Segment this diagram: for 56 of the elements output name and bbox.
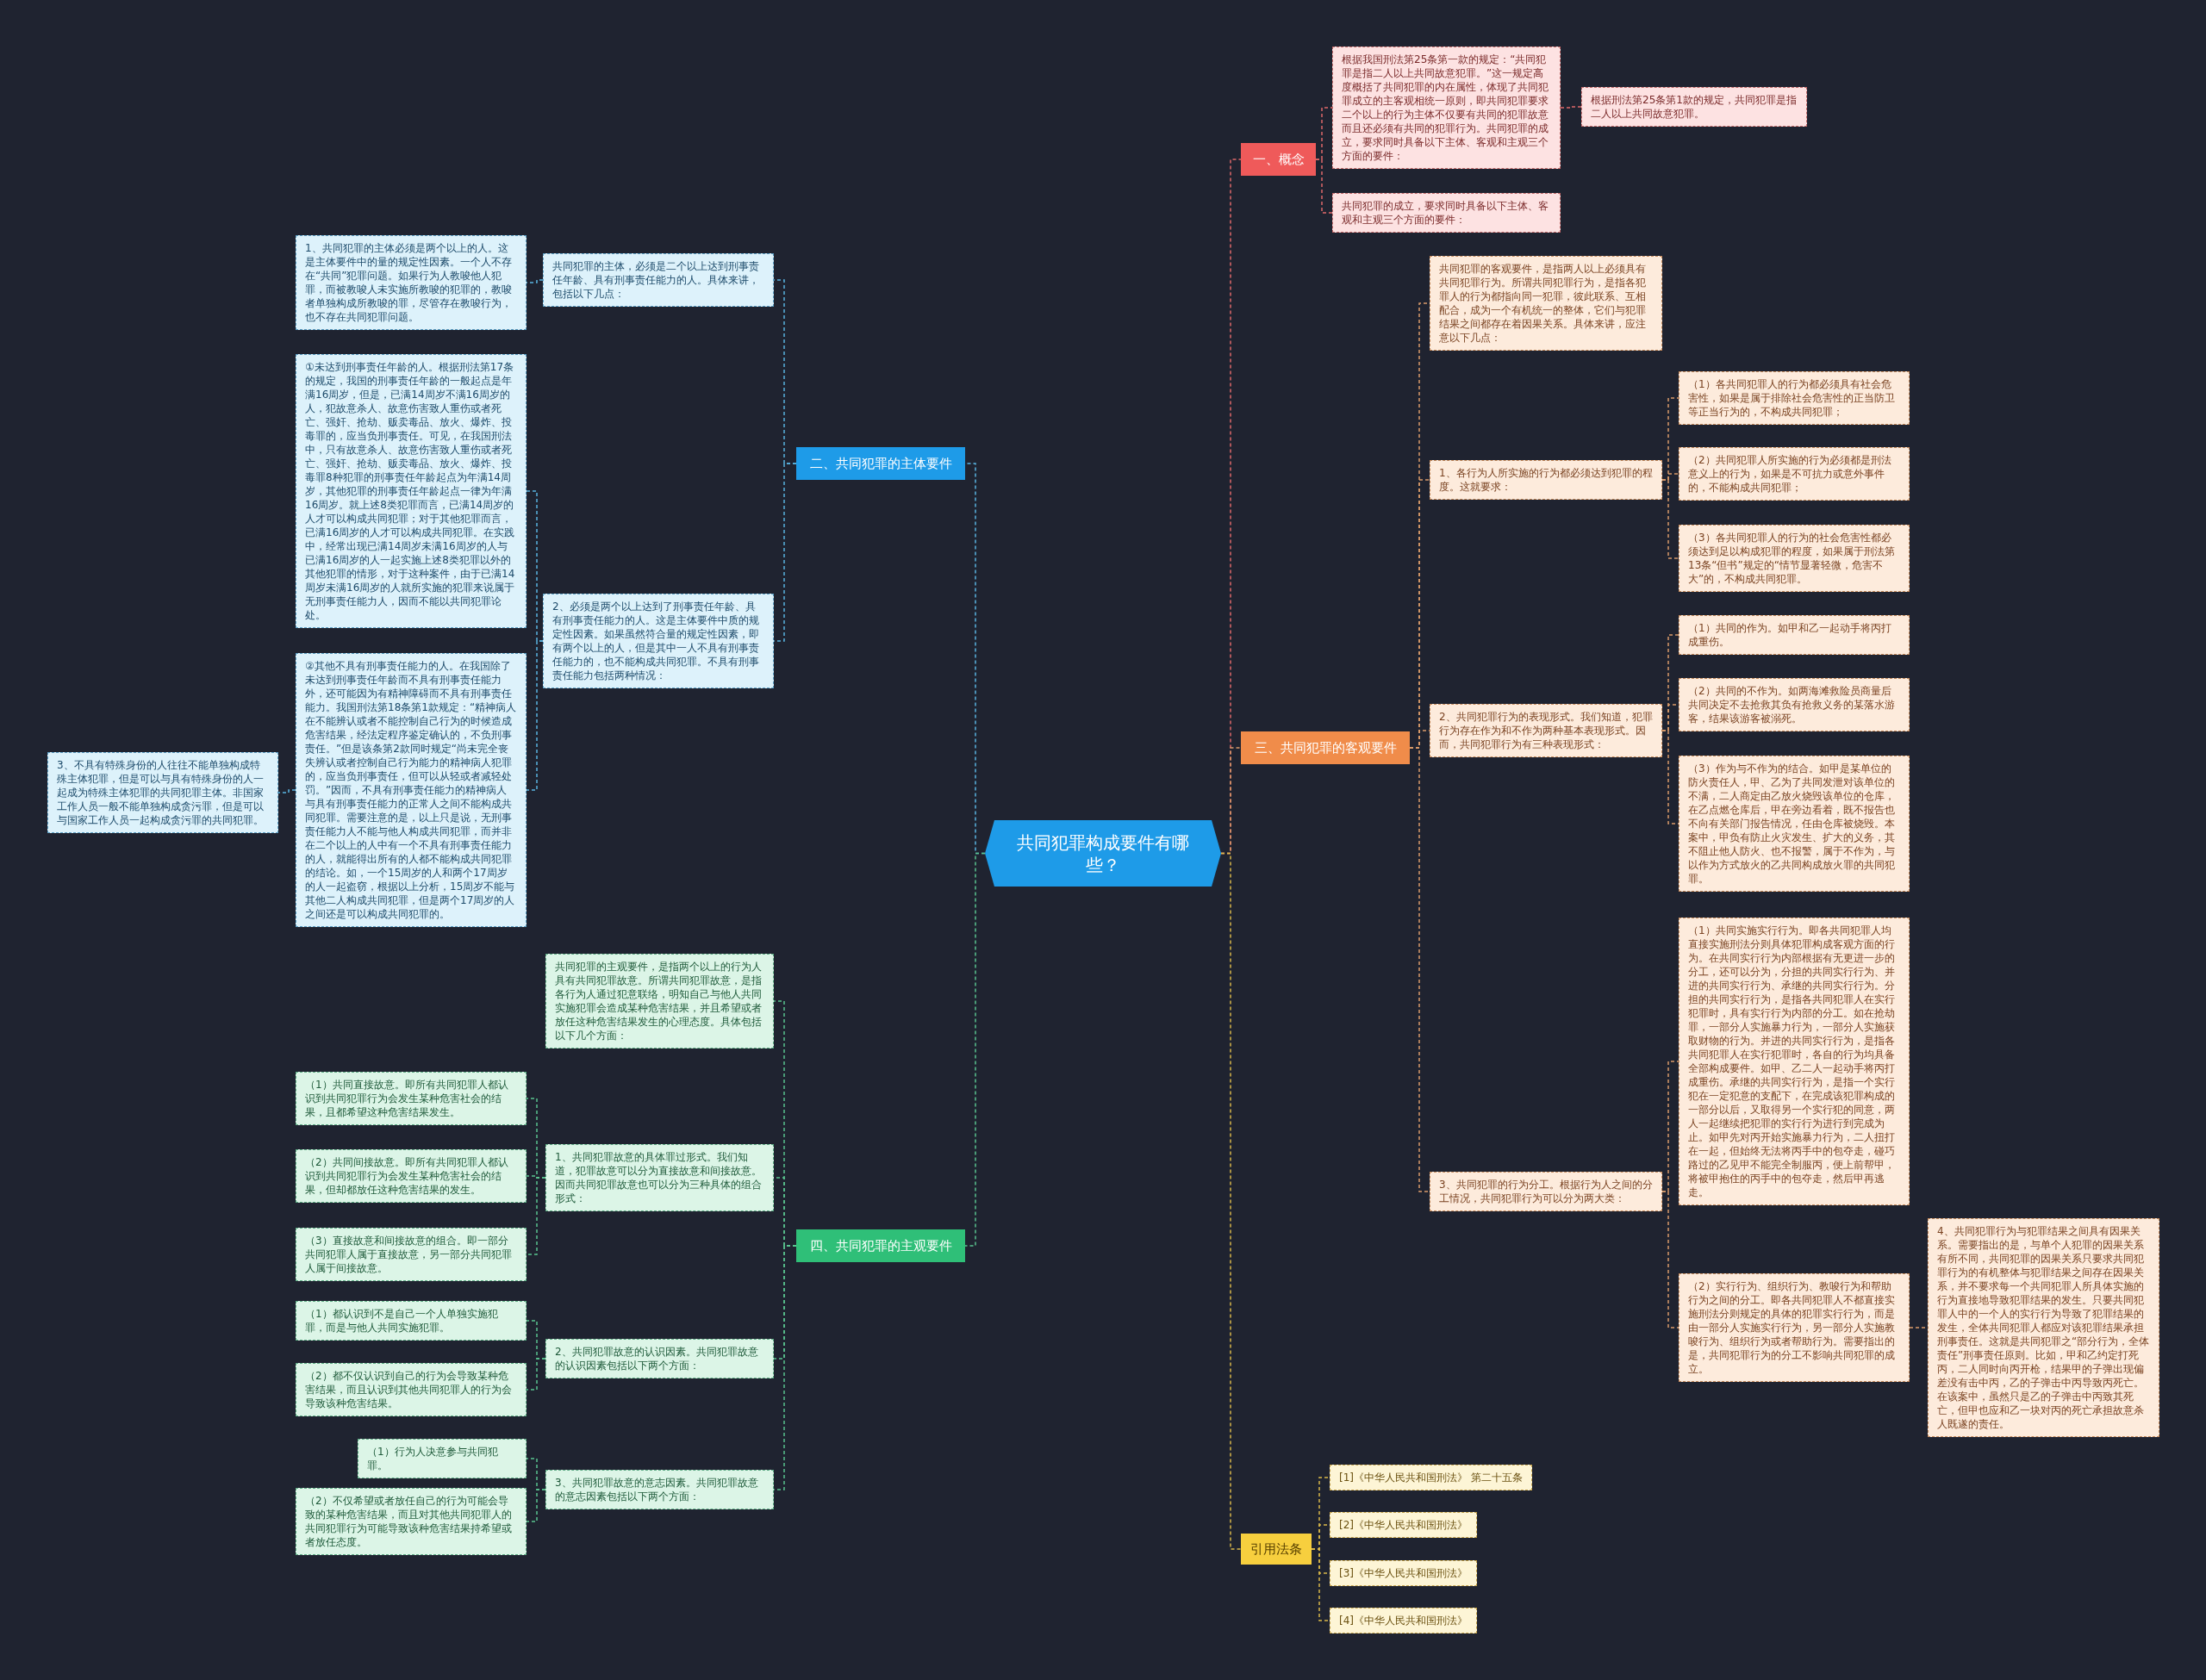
connector-line xyxy=(964,852,986,1247)
text-box: （2）共同犯罪人所实施的行为必须都是刑法意义上的行为，如果是不可抗力或意外事件的，不能构成共同犯罪； xyxy=(1679,447,1910,501)
text-box: （2）共同间接故意。即所有共同犯罪人都认识到共同犯罪行为会发生某种危害社会的结果，但却都放任这种危害结果的发生。 xyxy=(296,1149,527,1203)
text-box: （2）不仅希望或者放任自己的行为可能会导致的某种危害结果，而且对其他共同犯罪人的共同犯罪行为可能导致该种危害结果持希望或者放任态度。 xyxy=(296,1488,527,1555)
text-box: 2、共同犯罪故意的认识因素。共同犯罪故意的认识因素包括以下两个方面： xyxy=(545,1339,774,1378)
connector-line xyxy=(1315,159,1333,214)
text-box: 共同犯罪的主观要件，是指两个以上的行为人具有共同犯罪故意。所谓共同犯罪故意，是指各行为人通过犯意联络，明知自己与他人共同实施犯罪会造成某种危害结果，并且希望或者放任这种危害结果发生的心理态度。具体包括以下几个方面： xyxy=(545,954,774,1048)
central-topic-hexagon: 共同犯罪构成要件有哪些？ xyxy=(985,820,1221,887)
connector-line xyxy=(1311,1548,1330,1621)
text-box: （3）作为与不作为的结合。如甲是某单位的防火责任人，甲、乙为了共同发泄对该单位的不满，二人商定由乙放火烧毁该单位的仓库，在乙点燃仓库后，甲在旁边看着，既不报告也不向有关部门报告情况，任由仓库被烧毁。本案中，甲负有防止火灾发生、扩大的义务，其不阻止他人防火、也不报警，属于不作为，与以作为方式放火的乙共同构成放火罪的共同犯罪。 xyxy=(1679,756,1910,892)
text-box: 3、共同犯罪故意的意志因素。共同犯罪故意的意志因素包括以下两个方面： xyxy=(545,1470,774,1509)
text-box: 2、共同犯罪行为的表现形式。我们知道，犯罪行为存在作为和不作为两种基本表现形式。因而，共同犯罪行为有三种表现形式： xyxy=(1430,704,1662,757)
text-box: （1）共同的作为。如甲和乙一起动手将丙打成重伤。 xyxy=(1679,615,1910,655)
connector-line xyxy=(526,1177,546,1255)
text-box: 共同犯罪的主体，必须是二个以上达到刑事责任年龄、具有刑事责任能力的人。具体来讲，包括以下几点： xyxy=(543,253,774,307)
connector-line xyxy=(773,1245,797,1490)
text-box: （3）各共同犯罪人的行为的社会危害性都必须达到足以构成犯罪的程度，如果属于刑法第13条“但书”规定的“情节显著轻微，危害不大”的，不构成共同犯罪。 xyxy=(1679,525,1910,592)
text-box: [3]《中华人民共和国刑法》 xyxy=(1330,1560,1477,1586)
branch-topic-box: 二、共同犯罪的主体要件 xyxy=(796,447,965,480)
text-box: （2）都不仅认识到自己的行为会导致某种危害结果，而且认识到其他共同犯罪人的行为会导致该种危害结果。 xyxy=(296,1363,527,1416)
connector-line xyxy=(1220,852,1242,1550)
text-box: ①未达到刑事责任年龄的人。根据刑法第17条的规定，我国的刑事责任年龄的一般起点是年满16周岁，但是，已满14周岁不满16周岁的人，犯故意杀人、故意伤害致人重伤或者死亡、强奸、抢劫、贩卖毒品、放火、爆炸、投毒罪的，应当负刑事责任。可见，在我国刑法中，只有故意杀人、故意伤害致人重伤或者死亡、强奸、抢劫、贩卖毒品、放火、爆炸、投毒罪8种犯罪的刑事责任年龄起点为年满14周岁，其他犯罪的刑事责任年龄起点一律为年满16周岁。就上述8类犯罪而言，已满14周岁的人才可以构成共同犯罪；对于其他犯罪而言，已满16周岁的人才可以构成共同犯罪。在实践中，经常出现已满14周岁未满16周岁的人与已满16周岁的人一起实施上述8类犯罪以外的其他犯罪的情形，对于这种案件，由于已满14周岁未满16周岁的人就所实施的犯罪来说属于无刑事责任能力人，因而不能以共同犯罪论处。 xyxy=(296,354,527,628)
branch-topic-box: 一、概念 xyxy=(1241,143,1316,176)
text-box: （1）共同实施实行行为。即各共同犯罪人均直接实施刑法分则具体犯罪构成客观方面的行为。在共同实行行为内部根据有无更进一步的分工，还可以分为，分担的共同实行行为、并进的共同实行行为、承继的共同实行行为。分担的共同实行行为，是指各共同犯罪人在实行犯罪时，具有实行行为内部的分工。如在抢劫罪，一部分人实施暴力行为，一部分人实施获取财物的行为。并进的共同实行行为，是指各共同犯罪人在实行犯罪时，各自的行为均具备全部构成要件。如甲、乙二人一起动手将丙打成重伤。承继的共同实行行为，是指一个实行犯在一定犯意的支配下，在完成该犯罪构成的一部分以后，又取得另一个实行犯的同意，两人一起继续把犯罪的实行行为进行到完成为止。如甲先对丙开始实施暴力行为，二人扭打在一起，但始终无法将丙手中的包夺走，碰巧路过的乙见甲不能完全制服丙，便上前帮甲，将被甲抱住的丙手中的包夺走，然后甲再逃走。 xyxy=(1679,918,1910,1205)
text-box: [1]《中华人民共和国刑法》 第二十五条 xyxy=(1330,1465,1532,1490)
connector-line xyxy=(526,1358,546,1391)
text-box: （1）各共同犯罪人的行为都必须具有社会危害性，如果是属于排除社会危害性的正当防卫等正当行为的，不构成共同犯罪； xyxy=(1679,371,1910,425)
text-box: 3、共同犯罪的行为分工。根据行为人之间的分工情况，共同犯罪行为可以分为两大类： xyxy=(1430,1172,1662,1211)
connector-line xyxy=(1560,106,1582,109)
connector-line xyxy=(526,640,544,791)
text-box: 2、必须是两个以上达到了刑事责任年龄、具有刑事责任能力的人。这是主体要件中质的规定性因素。如果虽然符合量的规定性因素，即有两个以上的人，但是其中一人不具有刑事责任能力的，也不能构成共同犯罪。不具有刑事责任能力包括两种情况： xyxy=(543,594,774,688)
connector-line xyxy=(526,1489,546,1522)
connector-line xyxy=(1661,1191,1679,1328)
text-box: （1）共同直接故意。即所有共同犯罪人都认识到共同犯罪行为会发生某种危害社会的结果，且都希望这种危害结果发生。 xyxy=(296,1072,527,1125)
text-box: 4、共同犯罪行为与犯罪结果之间具有因果关系。需要指出的是，与单个人犯罪的因果关系有所不同，共同犯罪的因果关系只要求共同犯罪行为的有机整体与犯罪结果之间存在因果关系，并不要求每一个共同犯罪人所具体实施的行为直接地导致犯罪结果的发生。只要共同犯罪人中的一个人的实行行为导致了犯罪结果的发生，全体共同犯罪人都应对该犯罪结果承担刑事责任。这就是共同犯罪之“部分行为，全体责任”刑事责任原则。比如，甲和乙约定打死丙，二人同时向丙开枪，结果甲的子弹出现偏差没有击中丙，乙的子弹击中丙导致丙死亡。在该案中，虽然只是乙的子弹击中丙致其死亡，但甲也应和乙一块对丙的死亡承担故意杀人既遂的责任。 xyxy=(1928,1218,2159,1437)
branch-topic-box: 四、共同犯罪的主观要件 xyxy=(796,1229,965,1262)
text-box: [2]《中华人民共和国刑法》 xyxy=(1330,1512,1477,1538)
branch-topic-box: 引用法条 xyxy=(1241,1534,1312,1565)
text-box: ②其他不具有刑事责任能力的人。在我国除了未达到刑事责任年龄而不具有刑事责任能力外，还可能因为有精神障碍而不具有刑事责任能力。我国刑法第18条第1款规定：“精神病人在不能辨认或者不能控制自己行为的时候造成危害结果，经法定程序鉴定确认的，不负刑事责任。”但是该条第2款同时规定“尚未完全丧失辨认或者控制自己行为能力的精神病人犯罪的，应当负刑事责任，但可以从轻或者减轻处罚。”因而，不具有刑事责任能力的精神病人与具有刑事责任能力的正常人之间不能构成共同犯罪。需要注意的是，以上只是说，无刑事责任能力人不能与他人构成共同犯罪，而并非在二个以上的人中有一个不具有刑事责任能力的人，就能得出所有的人都不能构成共同犯罪的结论。如，一个15周岁的人和两个17周岁的人一起盗窃，根据以上分析，15周岁不能与其他二人构成共同犯罪，但是两个17周岁的人之间还是可以构成共同犯罪的。 xyxy=(296,653,527,927)
connector-line xyxy=(277,789,296,793)
text-box: （1）行为人决意参与共同犯罪。 xyxy=(358,1439,527,1478)
text-box: （2）共同的不作为。如两海滩救险员商量后共同决定不去抢救其负有抢救义务的某落水游客，结果该游客被溺死。 xyxy=(1679,678,1910,731)
text-box: [4]《中华人民共和国刑法》 xyxy=(1330,1608,1477,1633)
text-box: （2）实行行为、组织行为、教唆行为和帮助行为之间的分工。即各共同犯罪人不都直接实施刑法分则规定的具体的犯罪实行行为，而是由一部分人实施实行行为，另一部分人实施教唆行为、组织行为或者帮助行为。需要指出的是，共同犯罪行为的分工不影响共同犯罪的成立。 xyxy=(1679,1273,1910,1382)
text-box: 根据我国刑法第25条第一款的规定：“共同犯罪是指二人以上共同故意犯罪。”这一规定高度概括了共同犯罪的内在属性，体现了共同犯罪成立的主客观相统一原则，即共同犯罪要求二个以上的行为主体不仅要有共同的犯罪故意而且还必须有共同的犯罪行为。共同犯罪的成立，要求同时具备以下主体、客观和主观三个方面的要件： xyxy=(1332,47,1561,169)
text-box: 共同犯罪的客观要件，是指两人以上必须具有共同犯罪行为。所谓共同犯罪行为，是指各犯罪人的行为都指向同一犯罪，彼此联系、互相配合，成为一个有机统一的整体，它们与犯罪结果之间都存在着因果关系。具体来讲，应注意以下几点： xyxy=(1430,256,1662,351)
text-box: 3、不具有特殊身份的人往往不能单独构成特殊主体犯罪，但是可以与具有特殊身份的人一起成为特殊主体犯罪的共同犯罪主体。非国家工作人员一般不能单独构成贪污罪，但是可以与国家工作人员一起构成贪污罪的共同犯罪。 xyxy=(47,752,278,833)
branch-topic-box: 三、共同犯罪的客观要件 xyxy=(1241,731,1410,764)
text-box: 1、共同犯罪的主体必须是两个以上的人。这是主体要件中的量的规定性因素。一个人不存在“共同”犯罪问题。如果行为人教唆他人犯罪，而被教唆人未实施所教唆的犯罪的，教唆者单独构成所教唆的罪，尽管存在教唆行为，也不存在共同犯罪问题。 xyxy=(296,235,527,330)
text-box: 1、各行为人所实施的行为都必须达到犯罪的程度。这就要求： xyxy=(1430,460,1662,500)
text-box: （1）都认识到不是自己一个人单独实施犯罪，而是与他人共同实施犯罪。 xyxy=(296,1301,527,1341)
text-box: 1、共同犯罪故意的具体罪过形式。我们知道，犯罪故意可以分为直接故意和间接故意。因而共同犯罪故意也可以分为三种具体的组合形式： xyxy=(545,1144,774,1211)
text-box: 共同犯罪的成立，要求同时具备以下主体、客观和主观三个方面的要件： xyxy=(1332,193,1561,233)
text-box: 根据刑法第25条第1款的规定，共同犯罪是指二人以上共同故意犯罪。 xyxy=(1581,87,1807,127)
connector-line xyxy=(1661,479,1679,559)
text-box: （3）直接故意和间接故意的组合。即一部分共同犯罪人属于直接故意，另一部分共同犯罪人属于间接故意。 xyxy=(296,1228,527,1281)
